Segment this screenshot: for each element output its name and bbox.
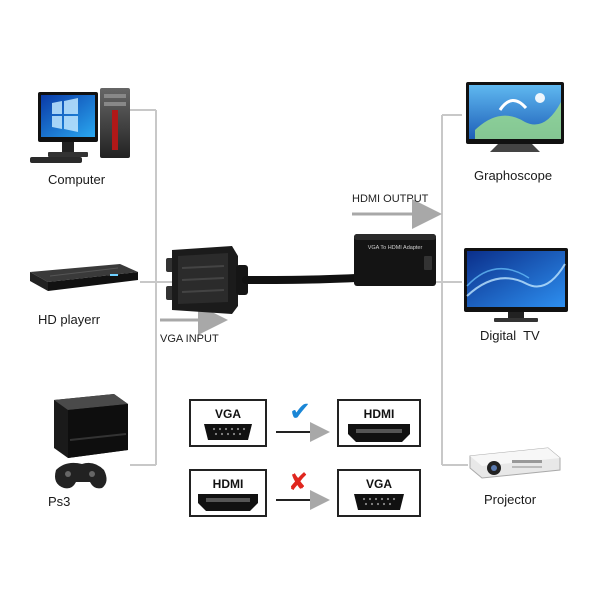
graphoscope-label: Graphoscope: [474, 168, 553, 183]
compat-row-hdmi-to-vga: HDMI ✘ VGA: [189, 468, 421, 517]
projector-icon: [469, 447, 561, 479]
hdmi-output-label: HDMI OUTPUT: [352, 193, 429, 205]
ps3-label: Ps3: [48, 494, 71, 509]
compat-row-vga-to-hdmi: VGA ✔ HDMI: [189, 397, 421, 447]
computer-label: Computer: [48, 172, 106, 187]
adapter-box: [354, 234, 436, 286]
compat-target-label: VGA: [366, 477, 392, 491]
projector-label: Projector: [484, 492, 537, 507]
hd-player-label: HD playerr: [38, 312, 101, 327]
compat-target-label: HDMI: [364, 407, 395, 421]
vga-connector: [166, 246, 248, 314]
hdmi-port-icon: [198, 494, 258, 511]
input-bracket: [128, 109, 172, 466]
digital-tv-label: Digital TV: [480, 328, 540, 343]
compat-target-box: [337, 469, 421, 517]
hd-player-icon: [30, 264, 138, 291]
vga-port-icon: [354, 494, 404, 510]
cross-icon: ✘: [288, 468, 308, 496]
vga-input-label: VGA INPUT: [160, 333, 219, 345]
check-icon: ✔: [289, 397, 311, 427]
computer-icon: [30, 88, 130, 163]
ps3-icon: [54, 394, 128, 489]
compat-source-label: VGA: [215, 407, 241, 421]
adapter-label: VGA To HDMI Adapter: [368, 245, 423, 251]
compat-source-label: HDMI: [213, 477, 244, 491]
graphoscope-icon: [466, 82, 564, 152]
vga-port-icon: [204, 424, 252, 440]
adapter-cable: [242, 274, 360, 284]
output-bracket: [432, 114, 468, 466]
digital-tv-icon: [464, 248, 568, 322]
